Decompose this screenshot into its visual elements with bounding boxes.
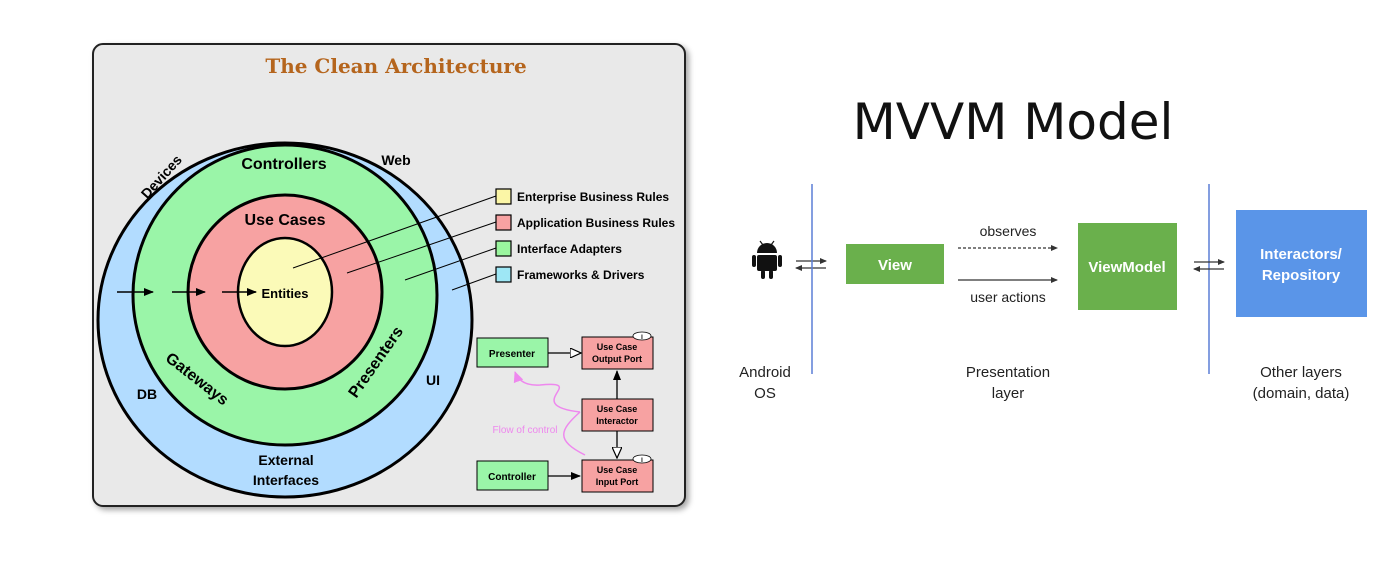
label-use-cases: Use Cases [245,212,326,229]
legend-leader-1 [292,195,497,269]
flow-input-port-line2: Input Port [596,477,639,487]
label-db: DB [137,386,157,402]
flow-box-presenter [476,337,549,368]
android-os-line1: Android [739,364,791,381]
viewmodel-box [1078,223,1177,310]
view-label: View [878,257,912,274]
legend-label-enterprise: Enterprise Business Rules [517,190,669,204]
clean-architecture-diagram: The Clean Architecture Devices Web DB UI… [92,43,686,507]
observes-label: observes [980,223,1037,239]
clean-arch-title: The Clean Architecture [265,54,526,78]
flow-box-input-port [581,459,654,493]
interface-badge-output-label: I [641,335,643,341]
legend-swatch-frameworks [495,266,512,283]
interface-badge-input-label: I [641,458,643,464]
repo-swap-arrows [1193,259,1225,272]
legend: Enterprise Business Rules Application Bu… [495,188,675,283]
mvvm-title: MVVM Model [853,93,1174,151]
flow-input-port-line1: Use Case [597,465,638,475]
legend-swatch-application [495,214,512,231]
legend-label-frameworks: Frameworks & Drivers [517,268,645,282]
repository-label-line1: Interactors/ [1260,246,1343,263]
android-os-line2: OS [754,385,776,402]
flow-controller-label: Controller [488,472,536,483]
other-layers-line1: Other layers [1260,364,1342,381]
legend-leader-2 [346,221,497,274]
legend-label-adapters: Interface Adapters [517,242,622,256]
flow-box-output-port [581,336,654,370]
flow-interactor-line1: Use Case [597,404,638,414]
repository-box [1236,210,1367,317]
flow-output-port-line2: Output Port [592,354,642,364]
legend-label-application: Application Business Rules [517,216,675,230]
label-interfaces: Interfaces [253,472,319,488]
flow-of-control-curve [513,371,581,413]
viewmodel-label: ViewModel [1088,259,1165,276]
user-actions-label: user actions [970,289,1045,305]
legend-leader-4 [451,273,497,291]
flow-output-port-line1: Use Case [597,342,638,352]
flow-of-control-curve-tail [563,411,586,456]
other-layers-line2: (domain, data) [1253,385,1350,402]
flow-of-control-label: Flow of control [492,425,557,436]
view-box [846,244,944,284]
interface-badge-output [632,331,652,341]
legend-swatch-enterprise [495,188,512,205]
mvvm-diagram: MVVM Model View observes user actions [739,93,1367,402]
android-swap-arrows [795,258,827,271]
interface-badge-input [632,454,652,464]
flow-box-interactor [581,398,654,432]
legend-swatch-adapters [495,240,512,257]
repository-label-line2: Repository [1262,267,1341,284]
flow-interactor-line2: Interactor [596,416,638,426]
label-ui: UI [426,372,440,388]
legend-leader-3 [404,247,497,281]
label-entities: Entities [262,286,309,301]
label-controllers: Controllers [241,156,326,173]
flow-of-control-diagram: Presenter Use Case Output Port I Use Cas… [476,331,654,493]
label-web: Web [381,152,410,168]
presentation-layer-line1: Presentation [966,364,1050,381]
android-icon [752,240,782,279]
flow-presenter-label: Presenter [489,349,535,360]
label-external: External [258,452,313,468]
presentation-layer-line2: layer [992,385,1025,402]
